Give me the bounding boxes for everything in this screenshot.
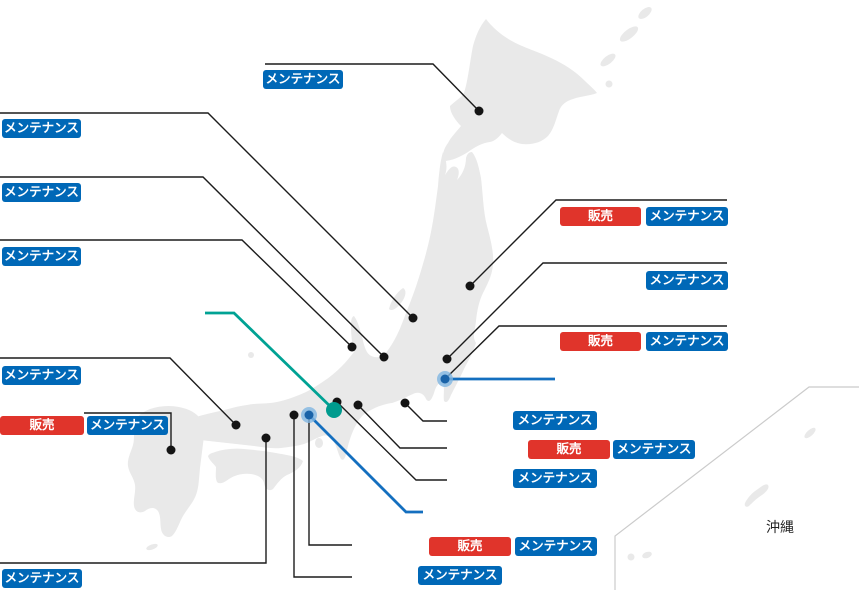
black-location-dot[interactable] [400, 398, 410, 408]
maintenance-badge[interactable]: メンテナンス [613, 440, 695, 459]
kyushu-island [127, 405, 204, 538]
maintenance-badge[interactable]: メンテナンス [2, 247, 81, 266]
kuril-islet [600, 53, 616, 67]
okinawa-label: 沖縄 [766, 519, 794, 535]
black-location-dot[interactable] [353, 400, 363, 410]
maintenance-badge[interactable]: メンテナンス [646, 207, 728, 226]
miyako-islet [627, 553, 635, 561]
leader-line [446, 262, 727, 360]
maintenance-badge[interactable]: メンテナンス [87, 416, 168, 435]
maintenance-badge[interactable]: メンテナンス [513, 469, 597, 488]
tanegashima-islet [146, 543, 158, 551]
okinawa-main-island [744, 484, 769, 507]
black-location-dot[interactable] [166, 445, 176, 455]
leader-line [0, 239, 353, 348]
leader-line [444, 325, 727, 380]
black-location-dot[interactable] [474, 106, 484, 116]
maintenance-badge[interactable]: メンテナンス [2, 119, 81, 138]
sales-badge[interactable]: 販売 [560, 332, 641, 351]
teal-location-dot[interactable] [326, 402, 342, 418]
maintenance-badge[interactable]: メンテナンス [515, 537, 597, 556]
sales-badge[interactable]: 販売 [429, 537, 511, 556]
kuril-islet [619, 26, 639, 42]
leader-line [293, 415, 352, 578]
leader-line [404, 402, 447, 422]
black-location-dot[interactable] [442, 354, 452, 364]
leader-line [84, 412, 172, 450]
sales-badge[interactable]: 販売 [560, 207, 641, 226]
maintenance-badge[interactable]: メンテナンス [418, 566, 502, 585]
awaji-islet [315, 438, 323, 448]
leader-line [336, 401, 447, 481]
honshu-island [179, 152, 494, 460]
black-location-dot[interactable] [231, 420, 241, 430]
shikoku-island [208, 448, 303, 491]
black-location-dot[interactable] [261, 433, 271, 443]
ishigaki-islet [642, 551, 652, 559]
oki-islet [248, 352, 254, 358]
leader-line [0, 438, 267, 564]
maintenance-badge[interactable]: メンテナンス [2, 366, 81, 385]
location-markers [166, 106, 484, 455]
japan-map [127, 7, 816, 561]
maintenance-badge[interactable]: メンテナンス [2, 569, 82, 588]
maintenance-badge[interactable]: メンテナンス [2, 183, 81, 202]
maintenance-badge[interactable]: メンテナンス [646, 271, 728, 290]
black-location-dot[interactable] [289, 410, 299, 420]
leader-line [0, 176, 385, 358]
kuril-islet [605, 80, 613, 88]
leader-line [265, 63, 480, 112]
amami-islet [804, 427, 816, 439]
black-location-dot[interactable] [347, 342, 357, 352]
sado-island [389, 288, 406, 311]
blue-highlight-line [308, 414, 423, 514]
teal-highlight-line [205, 311, 335, 412]
black-location-dot[interactable] [465, 281, 475, 291]
leader-lines [0, 63, 727, 578]
kuril-islet [638, 7, 652, 19]
black-location-dot[interactable] [408, 313, 418, 323]
sales-badge[interactable]: 販売 [0, 416, 84, 435]
maintenance-badge[interactable]: メンテナンス [646, 332, 728, 351]
leader-line [308, 415, 352, 546]
blue-location-dot[interactable] [440, 374, 450, 384]
leader-line [0, 357, 237, 426]
leader-line [469, 199, 727, 287]
sales-badge[interactable]: 販売 [528, 440, 610, 459]
okinawa-inset-border [614, 386, 859, 590]
leader-line [0, 112, 414, 319]
black-location-dot[interactable] [379, 352, 389, 362]
maintenance-badge[interactable]: メンテナンス [263, 70, 343, 89]
hokkaido-island [442, 19, 597, 161]
blue-location-dot[interactable] [304, 410, 314, 420]
maintenance-badge[interactable]: メンテナンス [513, 411, 597, 430]
leader-line [357, 404, 447, 449]
